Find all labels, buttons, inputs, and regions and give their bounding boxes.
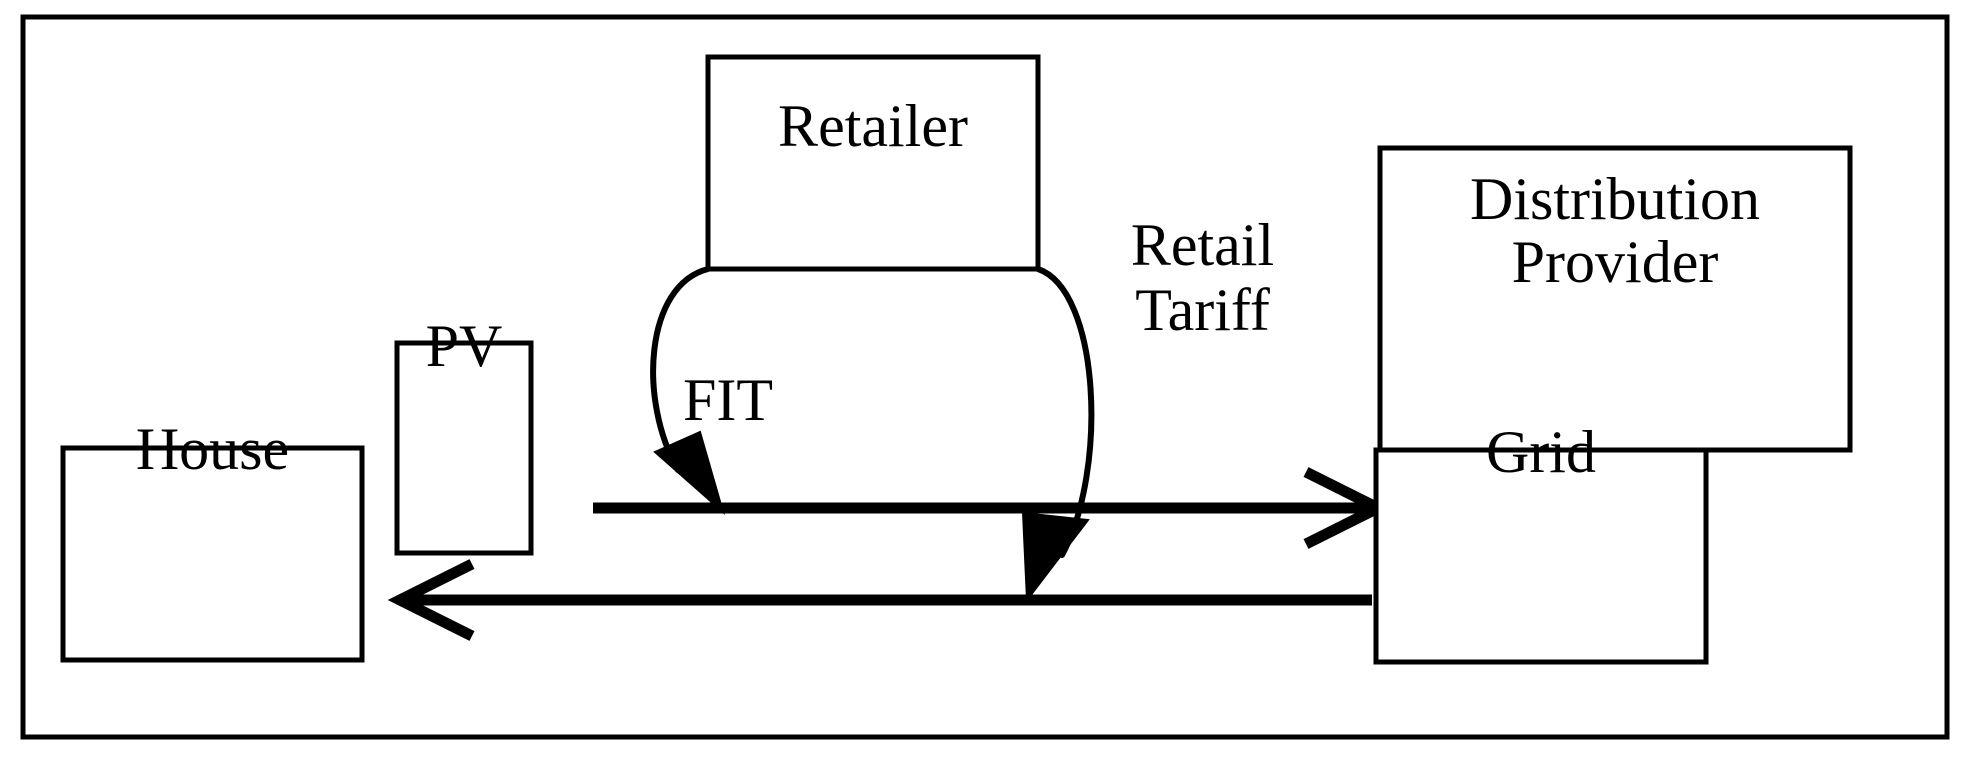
node-box-retailer[interactable] xyxy=(705,54,1041,272)
node-box-distribution-provider[interactable] xyxy=(1377,145,1853,453)
node-box-pv[interactable] xyxy=(394,340,534,556)
fit-connector xyxy=(650,266,725,516)
node-box-grid[interactable] xyxy=(1373,447,1709,665)
import-flow-arrow xyxy=(387,559,1372,641)
node-box-house[interactable] xyxy=(60,445,365,663)
retail-tariff-connector xyxy=(1021,266,1095,603)
